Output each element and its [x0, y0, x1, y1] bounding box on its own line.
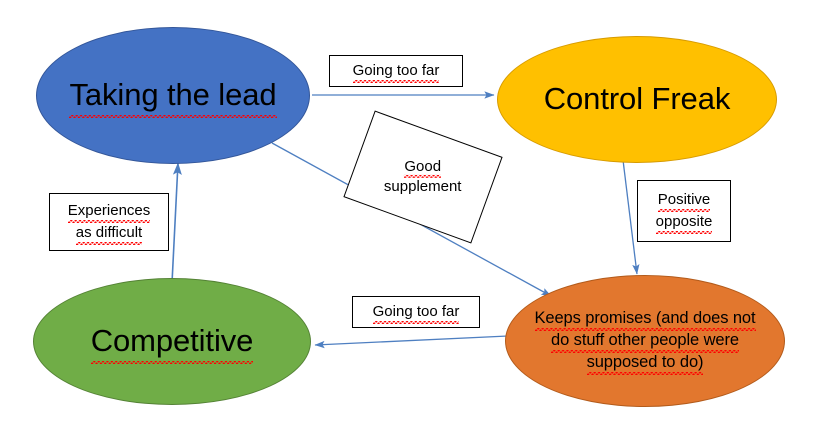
edge-control-freak-to-keeps-promises: [622, 159, 640, 275]
spellcheck-underline: Going too far: [372, 301, 459, 324]
edge-keeps-promises-to-competitive: [314, 335, 509, 349]
spellcheck-underline: Keeps promises (and does not: [534, 308, 756, 331]
edge-label-text-line2: supplement: [384, 178, 462, 195]
spellcheck-underline: Competitive: [90, 321, 253, 364]
spellcheck-underline: Good: [405, 157, 442, 177]
spellcheck-underline: Taking the lead: [69, 75, 277, 118]
edge-label-text: Going too far: [352, 60, 439, 83]
spellcheck-underline: supposed to do): [586, 352, 704, 375]
node-competitive-label: Competitive: [85, 321, 260, 364]
node-control-freak-label: Control Freak: [543, 81, 731, 117]
spellcheck-underline: Experiences: [67, 200, 150, 223]
spellcheck-underline: do stuff other people were: [551, 330, 739, 353]
edge-competitive-to-taking-the-lead: [171, 162, 182, 284]
spellcheck-underline: opposite: [655, 211, 712, 234]
edge-label-text: Going too far: [372, 301, 459, 324]
edge-label-going-too-far-bottom[interactable]: Going too far: [352, 296, 480, 328]
node-taking-the-lead-label: Taking the lead: [63, 75, 282, 118]
node-competitive[interactable]: Competitive: [33, 278, 311, 405]
spellcheck-underline: Going too far: [352, 60, 439, 83]
spellcheck-underline: Positive: [657, 189, 710, 212]
node-control-freak[interactable]: Control Freak: [497, 36, 777, 163]
spellcheck-underline: as difficult: [75, 222, 143, 245]
node-taking-the-lead[interactable]: Taking the lead: [36, 27, 310, 164]
edge-label-going-too-far-top[interactable]: Going too far: [329, 55, 463, 87]
